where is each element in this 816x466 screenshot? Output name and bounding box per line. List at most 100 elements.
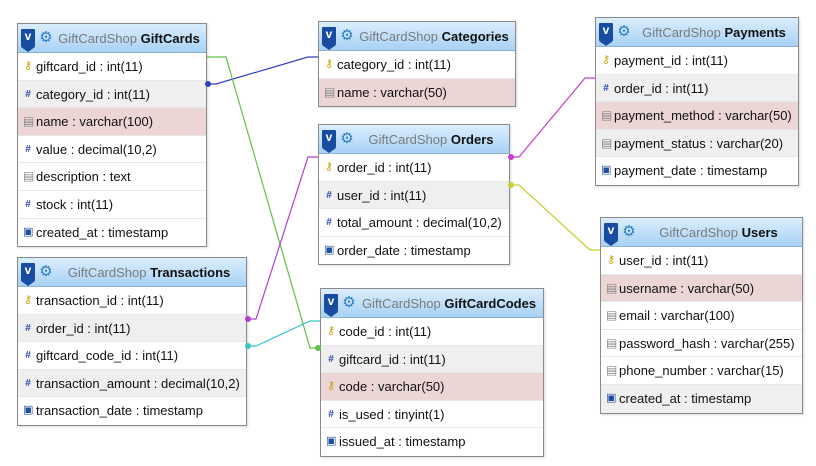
column-row[interactable]: ⚷giftcard_id : int(11): [18, 53, 206, 81]
column-row[interactable]: #stock : int(11): [18, 191, 206, 219]
column-row[interactable]: ▣transaction_date : timestamp: [18, 397, 246, 425]
primary-key-icon: ⚷: [601, 54, 611, 66]
column-label: email : varchar(100): [619, 308, 735, 324]
collapse-toggle-icon[interactable]: v: [21, 263, 35, 286]
numeric-column-icon: #: [328, 353, 334, 365]
collapse-toggle-icon[interactable]: v: [322, 27, 336, 50]
text-column-icon: ▤: [601, 108, 613, 123]
table-giftcardcodes[interactable]: v ⚙ GiftCardShop GiftCardCodes ⚷code_id …: [320, 288, 544, 457]
column-row[interactable]: # user_id : int(11): [319, 181, 509, 210]
numeric-column-icon: #: [326, 189, 332, 201]
column-row[interactable]: ▤phone_number : varchar(15): [601, 357, 802, 385]
collapse-toggle-icon[interactable]: v: [604, 223, 618, 246]
relation-transactions-giftcardcodes[interactable]: [246, 320, 320, 347]
gear-icon[interactable]: ⚙: [39, 29, 53, 46]
table-transactions[interactable]: v ⚙ GiftCardShop Transactions ⚷transacti…: [17, 257, 247, 426]
gear-icon[interactable]: ⚙: [39, 263, 53, 280]
table-giftcards[interactable]: v ⚙ GiftCardShop GiftCards ⚷giftcard_id …: [17, 23, 207, 248]
primary-key-icon: ⚷: [23, 294, 33, 306]
table-name: Transactions: [150, 265, 231, 280]
database-name: GiftCardShop: [361, 296, 441, 311]
column-label: name : varchar(100): [36, 114, 154, 130]
column-label: name : varchar(50): [337, 84, 447, 100]
column-label: code : varchar(50): [339, 379, 445, 395]
gear-icon[interactable]: ⚙: [340, 130, 354, 147]
table-header[interactable]: v ⚙ GiftCardShop Categories: [319, 22, 515, 51]
datetime-column-icon: ▣: [326, 435, 337, 448]
primary-key-icon: ⚷: [324, 161, 334, 173]
column-row[interactable]: ▤name : varchar(100): [18, 108, 206, 136]
column-label: user_id : int(11): [337, 187, 427, 203]
column-row[interactable]: ⚷order_id : int(11): [319, 154, 509, 182]
column-label: stock : int(11): [36, 196, 114, 212]
text-column-icon: ▤: [601, 135, 613, 150]
gear-icon[interactable]: ⚙: [340, 27, 354, 44]
collapse-toggle-icon[interactable]: v: [599, 23, 613, 46]
column-row[interactable]: ▤payment_method : varchar(50): [596, 102, 798, 130]
text-column-icon: ▤: [606, 280, 618, 295]
column-row[interactable]: ▤name : varchar(50): [319, 78, 515, 107]
table-header[interactable]: v ⚙ GiftCardShop GiftCards: [18, 24, 206, 53]
relation-giftcards-categories[interactable]: [206, 56, 318, 85]
collapse-toggle-icon[interactable]: v: [322, 130, 336, 153]
datetime-column-icon: ▣: [324, 243, 335, 256]
column-label: password_hash : varchar(255): [619, 335, 795, 351]
column-label: payment_status : varchar(20): [614, 135, 784, 151]
column-row[interactable]: #transaction_amount : decimal(10,2): [18, 369, 246, 398]
relation-transactions-orders[interactable]: [246, 156, 318, 320]
table-orders[interactable]: v ⚙ GiftCardShop Orders ⚷order_id : int(…: [318, 124, 510, 266]
column-row[interactable]: ⚷payment_id : int(11): [596, 47, 798, 75]
column-row[interactable]: #value : decimal(10,2): [18, 136, 206, 164]
column-row[interactable]: ⚷category_id : int(11): [319, 51, 515, 79]
column-row[interactable]: ▤payment_status : varchar(20): [596, 129, 798, 158]
column-row[interactable]: ⚷transaction_id : int(11): [18, 287, 246, 315]
column-label: transaction_amount : decimal(10,2): [36, 375, 240, 391]
column-row[interactable]: ▣issued_at : timestamp: [321, 428, 543, 456]
column-label: total_amount : decimal(10,2): [337, 215, 502, 231]
column-row[interactable]: ▣order_date : timestamp: [319, 237, 509, 265]
table-payments[interactable]: v ⚙ GiftCardShop Payments ⚷payment_id : …: [595, 17, 799, 186]
column-row[interactable]: #giftcard_code_id : int(11): [18, 342, 246, 370]
column-row[interactable]: #category_id : int(11): [18, 80, 206, 109]
column-row[interactable]: #is_used : tinyint(1): [321, 401, 543, 429]
relation-orders-users[interactable]: [509, 184, 600, 251]
text-column-icon: ▤: [606, 363, 618, 378]
gear-icon[interactable]: ⚙: [622, 223, 636, 240]
table-header[interactable]: v ⚙ GiftCardShop Payments: [596, 18, 798, 47]
column-row[interactable]: #total_amount : decimal(10,2): [319, 209, 509, 237]
column-label: description : text: [36, 169, 131, 185]
table-name: GiftCardCodes: [444, 296, 537, 311]
column-row[interactable]: #order_id : int(11): [18, 314, 246, 343]
column-row[interactable]: ⚷user_id : int(11): [601, 247, 802, 275]
table-header[interactable]: v ⚙ GiftCardShop GiftCardCodes: [321, 289, 543, 318]
table-users[interactable]: v ⚙ GiftCardShop Users ⚷user_id : int(11…: [600, 217, 803, 414]
collapse-toggle-icon[interactable]: v: [324, 294, 338, 317]
column-row[interactable]: #giftcard_id : int(11): [321, 345, 543, 374]
table-header[interactable]: v ⚙ GiftCardShop Orders: [319, 125, 509, 154]
primary-key-icon: ⚷: [326, 380, 336, 393]
table-header[interactable]: v ⚙ GiftCardShop Users: [601, 218, 802, 247]
column-row[interactable]: ▤username : varchar(50): [601, 274, 802, 303]
column-row[interactable]: #order_id : int(11): [596, 74, 798, 103]
column-row[interactable]: ⚷code_id : int(11): [321, 318, 543, 346]
column-row[interactable]: ▣created_at : timestamp: [18, 219, 206, 247]
column-row[interactable]: ▤email : varchar(100): [601, 302, 802, 330]
datetime-column-icon: ▣: [601, 164, 612, 177]
column-row[interactable]: ▤description : text: [18, 163, 206, 191]
gear-icon[interactable]: ⚙: [342, 294, 356, 311]
collapse-toggle-icon[interactable]: v: [21, 29, 35, 52]
column-label: is_used : tinyint(1): [339, 406, 445, 422]
relation-payments-orders[interactable]: [509, 77, 595, 158]
gear-icon[interactable]: ⚙: [617, 23, 631, 40]
column-label: category_id : int(11): [337, 57, 451, 72]
database-name: GiftCardShop: [659, 225, 738, 240]
column-row[interactable]: ⚷code : varchar(50): [321, 373, 543, 401]
column-label: payment_date : timestamp: [614, 163, 768, 179]
table-categories[interactable]: v ⚙ GiftCardShop Categories ⚷category_id…: [318, 21, 516, 108]
column-row[interactable]: ▤password_hash : varchar(255): [601, 330, 802, 358]
column-row[interactable]: ▣payment_date : timestamp: [596, 157, 798, 185]
column-row[interactable]: ▣created_at : timestamp: [601, 384, 802, 413]
column-label: created_at : timestamp: [36, 224, 169, 240]
column-label: payment_method : varchar(50): [614, 108, 792, 124]
table-header[interactable]: v ⚙ GiftCardShop Transactions: [18, 258, 246, 287]
